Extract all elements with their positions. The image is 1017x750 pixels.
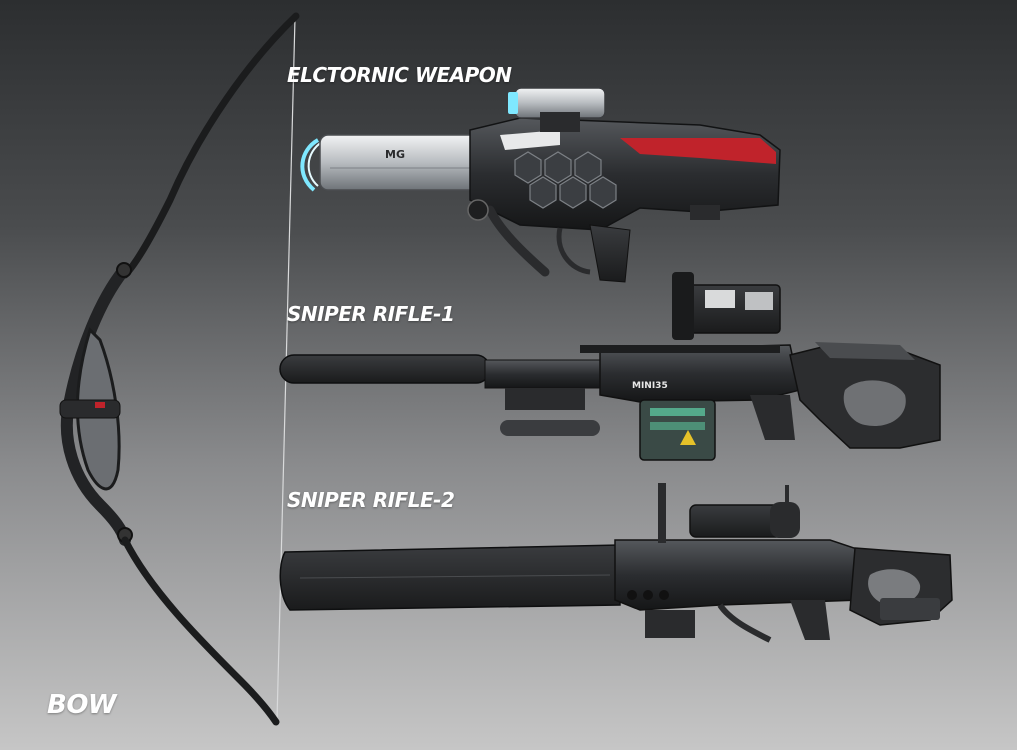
electronic-hex-cells bbox=[514, 151, 617, 209]
sniper1-scope-plate bbox=[705, 290, 735, 308]
sniper1-receiver bbox=[599, 344, 801, 403]
bow-riser bbox=[60, 264, 131, 546]
sniper-rifle-1-title: SNIPER RIFLE-1 bbox=[287, 302, 455, 326]
sniper2-pistol-grip bbox=[790, 600, 830, 640]
sniper1-model-mark: MINI35 bbox=[632, 381, 668, 391]
sniper2-dial-3 bbox=[659, 590, 669, 600]
sniper-rifle-2-title: SNIPER RIFLE-2 bbox=[287, 488, 455, 512]
sniper2-receiver bbox=[614, 539, 861, 611]
electronic-white-panel bbox=[500, 130, 560, 150]
sniper1-suppressor bbox=[279, 354, 491, 384]
sniper2-dial-1 bbox=[627, 590, 637, 600]
electronic-scope-lens bbox=[508, 92, 518, 114]
bow-accent bbox=[95, 402, 105, 408]
sniper2-barrel-shroud bbox=[279, 544, 621, 611]
electronic-brand-mark: MG bbox=[385, 148, 405, 161]
sniper2-antenna bbox=[785, 485, 789, 505]
sniper-rifle-2-illustration bbox=[279, 483, 953, 643]
sniper1-magazine-glow bbox=[650, 408, 705, 416]
energy-muzzle-core bbox=[307, 141, 323, 187]
sniper1-magazine-glow-2 bbox=[650, 422, 705, 430]
sniper1-scope-plate-2 bbox=[745, 292, 773, 310]
sniper1-pistol-grip bbox=[750, 395, 795, 440]
sniper1-stock-cutout bbox=[843, 380, 906, 426]
bow-grip bbox=[59, 399, 121, 419]
sniper-rifle-1-illustration: MINI35 bbox=[279, 272, 941, 461]
bow-upper-pivot bbox=[116, 262, 132, 278]
sniper1-foregrip bbox=[505, 388, 585, 410]
electronic-weapon-title: ELCTORNIC WEAPON bbox=[287, 63, 512, 87]
sniper2-front-sight bbox=[658, 483, 666, 543]
sniper1-cheek-rest bbox=[815, 342, 915, 360]
sniper1-scope-hood bbox=[672, 272, 694, 340]
sniper1-rail bbox=[580, 345, 780, 353]
sniper2-trigger-guard bbox=[717, 603, 772, 643]
sniper2-stock-cutout bbox=[868, 569, 921, 605]
sniper2-scope-eyepiece bbox=[770, 502, 800, 538]
electronic-scope-mount bbox=[540, 112, 580, 132]
sniper1-handguard bbox=[484, 359, 606, 389]
electronic-weapon-illustration: MG bbox=[300, 87, 781, 283]
bow-upper-limb bbox=[121, 12, 300, 279]
electronic-front-claw bbox=[485, 205, 550, 277]
energy-muzzle-glow bbox=[300, 138, 320, 192]
sniper2-butt-pad bbox=[880, 598, 940, 620]
bow-title: BOW bbox=[47, 690, 117, 720]
sniper2-shroud-seam bbox=[299, 574, 611, 579]
electronic-barrel bbox=[319, 134, 481, 191]
electronic-grip bbox=[589, 224, 631, 283]
sniper1-hazard-icon bbox=[680, 430, 696, 445]
electronic-red-panel bbox=[620, 138, 776, 164]
bow-lower-limb bbox=[121, 536, 280, 726]
electronic-trigger-guard bbox=[556, 227, 591, 275]
electronic-front-knob bbox=[467, 199, 489, 221]
electronic-stock-tab bbox=[690, 205, 720, 220]
sniper2-dial-2 bbox=[643, 590, 653, 600]
bow-illustration bbox=[59, 12, 300, 726]
sniper2-magazine bbox=[645, 610, 695, 638]
sniper1-bipod bbox=[500, 420, 600, 436]
